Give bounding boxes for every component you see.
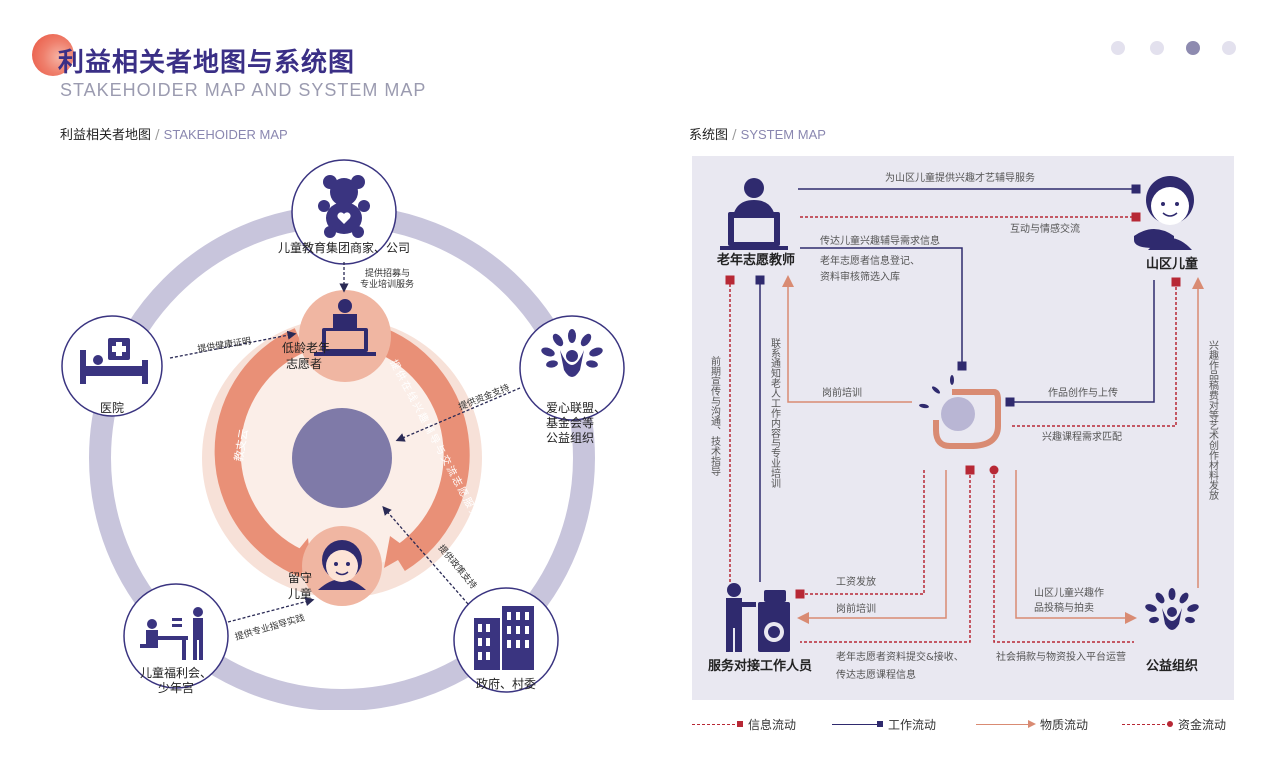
edge-funding bbox=[395, 387, 521, 442]
f14-label-1: 老年志愿者资料提交&接收、 bbox=[836, 650, 964, 663]
ngo-label: 公益组织 bbox=[1146, 658, 1198, 674]
f12-label: 岗前培训 bbox=[836, 602, 876, 615]
f13-label-1: 山区儿童兴趣作 bbox=[1034, 586, 1104, 599]
f11-label: 工资发放 bbox=[836, 575, 876, 588]
platform-logo-icon bbox=[919, 375, 1001, 449]
f15-label: 社会捐款与物资投入平台运营 bbox=[996, 650, 1126, 663]
left-arc-arrow bbox=[214, 328, 310, 578]
legend-material-line bbox=[976, 720, 1036, 728]
flow-f14 bbox=[800, 465, 975, 643]
legend-fund: 资金流动 bbox=[1122, 716, 1226, 733]
flow-f15 bbox=[989, 465, 1134, 643]
right-arc-arrow bbox=[374, 327, 470, 572]
legend-work-line bbox=[832, 721, 883, 727]
edge-guidance bbox=[227, 597, 315, 623]
f1-label: 为山区儿童提供兴趣才艺辅导服务 bbox=[885, 171, 1035, 184]
teddy-bear-icon bbox=[318, 175, 370, 238]
ngo-label-3: 公益组织 bbox=[546, 431, 594, 445]
child-label-1: 留守 bbox=[288, 571, 312, 585]
system-title-en: SYSTEM MAP bbox=[740, 127, 826, 142]
legend-material-label: 物质流动 bbox=[1040, 718, 1089, 732]
f10-label: 兴趣作品稿费对等艺术创作材料发放 bbox=[1207, 340, 1219, 501]
legend-work: 工作流动 bbox=[832, 716, 936, 733]
volunteer-label-1: 低龄老年 bbox=[282, 341, 330, 355]
recruit-label-1: 提供招募与 bbox=[365, 267, 410, 279]
flow-f13 bbox=[1015, 470, 1137, 624]
welfare-label-2: 少年宫 bbox=[158, 680, 194, 695]
flow-f5 bbox=[782, 275, 912, 403]
page-dot-3-active[interactable] bbox=[1186, 41, 1200, 55]
mountain-child-icon bbox=[1134, 176, 1194, 250]
legend-material: 物质流动 bbox=[976, 716, 1088, 733]
system-section-title: 系统图 / SYSTEM MAP bbox=[689, 124, 826, 143]
staff-washer-icon bbox=[726, 583, 790, 652]
f9-label: 联系通知老人工作内容与专业培训 bbox=[769, 338, 781, 489]
flow-f12 bbox=[797, 470, 947, 624]
guidance-label: 提供专业指导实践 bbox=[234, 611, 307, 642]
legend-info: 信息流动 bbox=[692, 716, 796, 733]
government-label: 政府、村委 bbox=[476, 676, 536, 691]
teacher-icon bbox=[720, 178, 788, 250]
f6-label: 作品创作与上传 bbox=[1048, 386, 1118, 399]
health-label: 提供健康证明 bbox=[197, 335, 252, 355]
flow-f7 bbox=[1012, 277, 1181, 427]
staff-label: 服务对接工作人员 bbox=[708, 658, 812, 674]
legend-fund-label: 资金流动 bbox=[1178, 718, 1227, 732]
volunteer-icon bbox=[314, 299, 376, 356]
ngo-label-2: 基金会等 bbox=[546, 415, 594, 430]
page-dot-4[interactable] bbox=[1222, 41, 1236, 55]
page-title: 利益相关者地图与系统图 bbox=[58, 48, 356, 78]
volunteer-label-2: 志愿者 bbox=[286, 357, 322, 371]
welfare-label-1: 儿童福利会、 bbox=[140, 665, 212, 680]
hospital-label: 医院 bbox=[100, 401, 124, 415]
ngo-label-1: 爱心联盟、 bbox=[546, 401, 606, 415]
edge-health bbox=[169, 330, 297, 359]
child-label-2: 儿童 bbox=[288, 586, 312, 601]
ngo-tree-icon bbox=[1145, 588, 1199, 630]
child-icon bbox=[318, 540, 366, 590]
legend-info-line bbox=[692, 721, 743, 727]
stakeholder-map: 教支云 提供在线兴趣辅导与交流志愿服务 低龄老年 志愿者 留守 儿童 儿童教育集… bbox=[61, 159, 625, 710]
page-dot-1[interactable] bbox=[1111, 41, 1125, 55]
title-decoration bbox=[32, 34, 74, 76]
page-subtitle: STAKEHOIDER MAP AND SYSTEM MAP bbox=[60, 80, 427, 100]
page-dot-2[interactable] bbox=[1150, 41, 1164, 55]
teacher-label: 老年志愿教师 bbox=[716, 252, 795, 268]
hospital-bed-icon bbox=[80, 338, 148, 384]
teach-support-label: 教支云 bbox=[232, 428, 251, 463]
f3-label: 传达儿童兴趣辅导需求信息 bbox=[820, 234, 940, 247]
stakeholder-section-title: 利益相关者地图 / STAKEHOIDER MAP bbox=[60, 124, 288, 143]
legend-fund-line bbox=[1122, 721, 1173, 727]
f2-label: 互动与情感交流 bbox=[1010, 222, 1080, 235]
f14-label-2: 传达志愿课程信息 bbox=[836, 668, 916, 681]
flow-f6 bbox=[1005, 280, 1155, 407]
f8-label: 前期宣传与沟通、技术指导 bbox=[709, 355, 721, 476]
f4-label-1: 老年志愿者信息登记、 bbox=[820, 254, 920, 267]
legend-info-label: 信息流动 bbox=[748, 718, 797, 732]
tree-person-icon bbox=[541, 329, 603, 377]
recruit-label-2: 专业培训服务 bbox=[360, 278, 414, 290]
edu-group-label: 儿童教育集团商家、公司 bbox=[278, 240, 410, 255]
system-map: 老年志愿教师 山区儿童 服务对接工作人员 公益组织 为山区儿童提供兴趣才艺辅导服… bbox=[692, 156, 1234, 700]
policy-label: 提供政策支持 bbox=[436, 542, 480, 591]
buildings-icon bbox=[474, 606, 534, 670]
stakeholder-title-sep: / bbox=[151, 128, 164, 143]
legend-work-label: 工作流动 bbox=[888, 718, 937, 732]
f7-label: 兴趣课程需求匹配 bbox=[1042, 430, 1122, 443]
flow-f11 bbox=[795, 470, 925, 599]
teacher-student-icon bbox=[140, 607, 203, 660]
stakeholder-title-zh: 利益相关者地图 bbox=[60, 128, 152, 143]
edge-policy bbox=[382, 506, 469, 605]
f13-label-2: 品投稿与拍卖 bbox=[1034, 601, 1094, 614]
flow-f3 bbox=[800, 247, 967, 371]
right-arc-head bbox=[384, 536, 412, 568]
system-title-zh: 系统图 bbox=[689, 128, 729, 143]
f5-label: 岗前培训 bbox=[822, 386, 862, 399]
stakeholder-title-en: STAKEHOIDER MAP bbox=[163, 127, 288, 142]
child-label: 山区儿童 bbox=[1146, 256, 1198, 272]
f4-label-2: 资料审核筛选入库 bbox=[820, 270, 900, 283]
center-platform bbox=[292, 408, 392, 508]
system-title-sep: / bbox=[728, 128, 741, 143]
